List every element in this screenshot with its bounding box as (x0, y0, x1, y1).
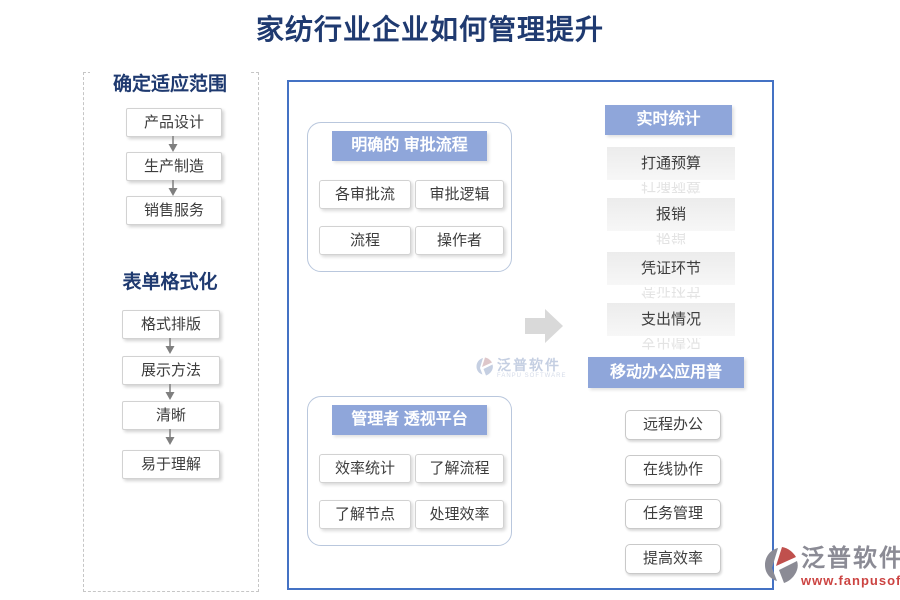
page-title: 家纺行业企业如何管理提升 (255, 15, 604, 46)
group1-item: 流程 (319, 226, 411, 255)
group1-item: 各审批流 (319, 180, 411, 209)
group1-item: 审批逻辑 (415, 180, 504, 209)
group2-header: 管理者 透视平台 (332, 405, 487, 435)
sidebar-step: 销售服务 (126, 196, 222, 225)
stat-item: 凭证环节 (607, 252, 735, 285)
watermark-subtitle: FANPU SOFTWARE (497, 373, 567, 379)
watermark: 泛普软件 FANPU SOFTWARE (476, 357, 566, 381)
down-arrow-icon (164, 338, 176, 355)
mobile-item: 任务管理 (625, 499, 721, 529)
brand-name: 泛普软件 (801, 545, 900, 572)
down-arrow-icon (164, 429, 176, 446)
group2-item: 效率统计 (319, 454, 411, 483)
stat-item-reflection: 凭证环节 (640, 287, 701, 299)
group1-item: 操作者 (415, 226, 504, 255)
group2-item: 了解流程 (415, 454, 504, 483)
stat-item: 支出情况 (607, 303, 735, 336)
group2-item: 处理效率 (415, 500, 504, 529)
sidebar-step: 格式排版 (122, 310, 220, 339)
group1-header: 明确的 审批流程 (332, 131, 487, 161)
sidebar-step: 易于理解 (122, 450, 220, 479)
watermark-name: 泛普软件 (497, 357, 561, 373)
down-arrow-icon (164, 384, 176, 401)
stat-item-reflection: 报销 (655, 233, 686, 245)
brand-logo-icon (764, 546, 798, 589)
right-top-header: 实时统计 (605, 105, 732, 135)
group-approval-flow: 明确的 审批流程 各审批流 审批逻辑 流程 操作者 (307, 122, 512, 272)
stat-item: 报销 (607, 198, 735, 231)
stat-item: 打通预算 (607, 147, 735, 180)
stat-item-reflection: 支出情况 (640, 338, 701, 350)
sidebar-section2-header: 表单格式化 (105, 269, 235, 296)
watermark-logo-icon (476, 357, 493, 381)
right-bottom-header: 移动办公应用普 (588, 357, 744, 388)
sidebar-step: 清晰 (122, 401, 220, 430)
brand-logo: 泛普软件 www.fanpusoft.com (764, 546, 900, 589)
brand-url: www.fanpusoft.com (801, 573, 900, 588)
group-manager-platform: 管理者 透视平台 效率统计 了解流程 了解节点 处理效率 (307, 396, 512, 546)
sidebar-step: 生产制造 (126, 152, 222, 181)
down-arrow-icon (167, 180, 179, 197)
mobile-item: 提高效率 (625, 544, 721, 574)
stat-item-reflection: 打通预算 (640, 182, 701, 194)
mobile-item: 在线协作 (625, 455, 721, 485)
sidebar-step: 产品设计 (126, 108, 222, 137)
sidebar-section1-header: 确定适应范围 (90, 71, 250, 98)
sidebar-step: 展示方法 (122, 356, 220, 385)
down-arrow-icon (167, 136, 179, 153)
group2-item: 了解节点 (319, 500, 411, 529)
right-arrow-icon (525, 307, 563, 350)
mobile-item: 远程办公 (625, 410, 721, 440)
